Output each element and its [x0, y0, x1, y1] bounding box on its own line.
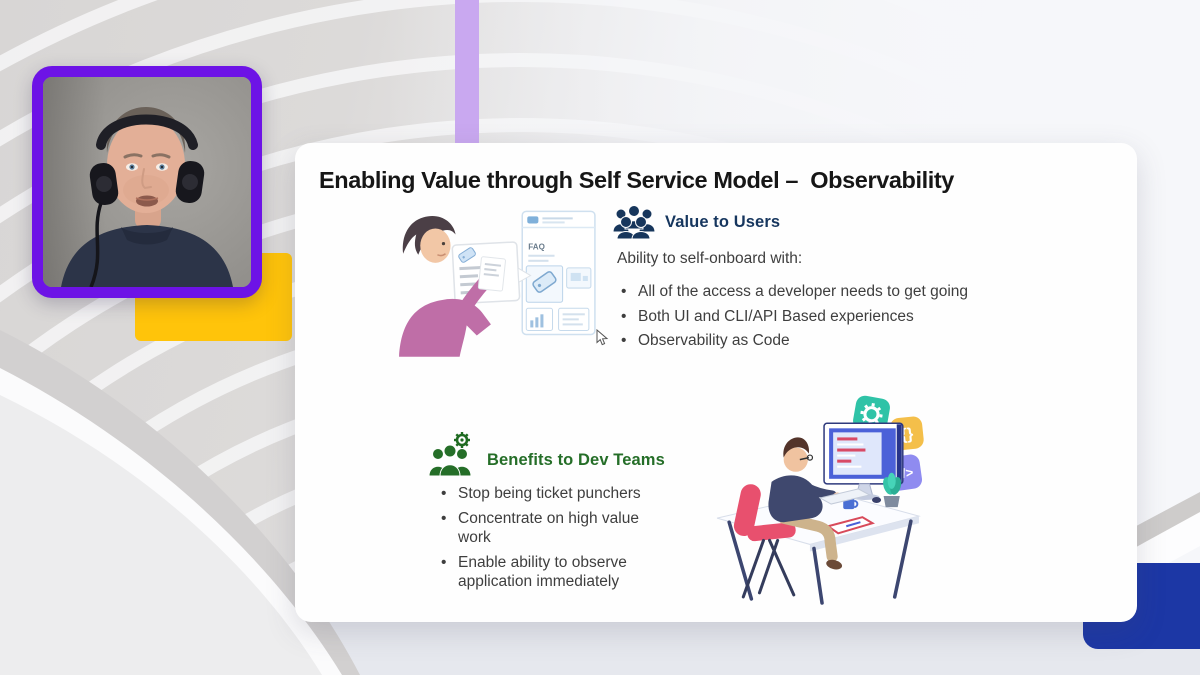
webcam-video	[32, 66, 262, 298]
bullet-item: All of the access a developer needs to g…	[617, 282, 1047, 301]
people-gear-icon	[429, 432, 472, 477]
bottom-left-fold	[0, 330, 360, 675]
browser-window: FAQ	[521, 210, 596, 336]
bullet-item: Both UI and CLI/API Based experiences	[617, 307, 1047, 326]
desk-items	[825, 472, 902, 535]
faq-label: FAQ	[528, 243, 545, 252]
lavender-accent-bar	[455, 0, 479, 144]
value-section-heading: Value to Users	[665, 212, 781, 231]
presenter-avatar	[43, 77, 251, 287]
onboarding-person	[399, 215, 506, 357]
bullet-item: Enable ability to observe application im…	[437, 553, 675, 591]
monitor	[823, 422, 904, 500]
benefits-bullet-list: Stop being ticket punchers Concentrate o…	[437, 484, 675, 597]
slide: Enabling Value through Self Service Mode…	[295, 143, 1137, 622]
benefits-section-heading: Benefits to Dev Teams	[487, 450, 665, 469]
value-section-header: Value to Users	[611, 205, 780, 239]
tag-icon	[532, 271, 557, 293]
value-intro: Ability to self-onboard with:	[617, 250, 803, 267]
gear-icon	[454, 432, 470, 448]
chair	[733, 484, 796, 599]
mouse-cursor	[596, 329, 609, 346]
benefits-section-header: Benefits to Dev Teams	[429, 431, 665, 477]
developer-desk-illustration: {} </>	[716, 395, 924, 605]
value-bullet-list: All of the access a developer needs to g…	[617, 282, 1047, 356]
people-group-icon	[612, 205, 656, 239]
slide-title: Enabling Value through Self Service Mode…	[319, 167, 954, 193]
bullet-item: Observability as Code	[617, 331, 1047, 350]
developer-person	[768, 437, 882, 570]
onboarding-illustration: FAQ	[399, 210, 596, 357]
bullet-item: Concentrate on high value work	[437, 509, 675, 547]
headset-icon	[89, 114, 205, 287]
bullet-item: Stop being ticket punchers	[437, 484, 675, 503]
